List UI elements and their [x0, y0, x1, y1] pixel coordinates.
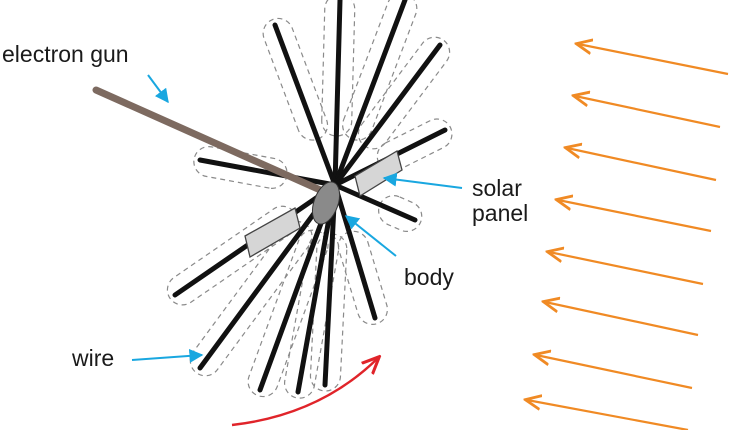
solar-wind-arrow-1 — [578, 44, 729, 76]
solar-panel-lower-plate — [244, 207, 301, 259]
wire-7 — [332, 182, 418, 223]
rotation-arrow-icon — [231, 358, 378, 427]
solar-wind-arrow-2 — [575, 96, 721, 129]
solar-wind-arrow-6 — [545, 302, 699, 337]
wire-5 — [197, 157, 338, 188]
wire-sheath-6 — [376, 118, 453, 172]
solar-panel-pointer-icon — [382, 172, 463, 189]
solar-wind-arrow-7 — [536, 355, 693, 390]
spacecraft-body — [311, 181, 341, 225]
wire-2 — [332, 0, 408, 188]
solar-wind-arrow-3 — [567, 148, 717, 182]
solar-wind-arrow-5 — [549, 252, 704, 286]
wire-sheath-1 — [321, 0, 356, 137]
wire-10 — [322, 182, 338, 388]
solar-wind-arrow-4 — [558, 200, 712, 233]
electron-gun — [92, 86, 331, 197]
solar-panel-upper-plate — [354, 150, 403, 198]
wires — [172, 0, 448, 395]
label-panel: panel — [472, 200, 528, 226]
wire-1 — [332, 0, 343, 188]
wire-sheath-8 — [166, 205, 298, 306]
wire-3 — [272, 22, 338, 188]
wire-pointer-icon — [131, 348, 204, 363]
solar-panel-lower — [244, 207, 301, 259]
solar-wind-arrow-8 — [527, 400, 689, 430]
wire-sheath-7 — [378, 195, 423, 232]
label-electron-gun: electron gun — [2, 41, 129, 67]
body-pointer-icon — [344, 215, 397, 257]
wire-4 — [332, 42, 443, 188]
solar-wind-arrows — [527, 44, 729, 430]
electron-gun-pointer-icon — [147, 74, 169, 104]
label-solar: solar — [472, 175, 522, 201]
wire-9 — [332, 182, 378, 321]
label-wire: wire — [71, 345, 114, 371]
label-body: body — [404, 264, 454, 290]
solar-panel-upper — [354, 150, 403, 198]
